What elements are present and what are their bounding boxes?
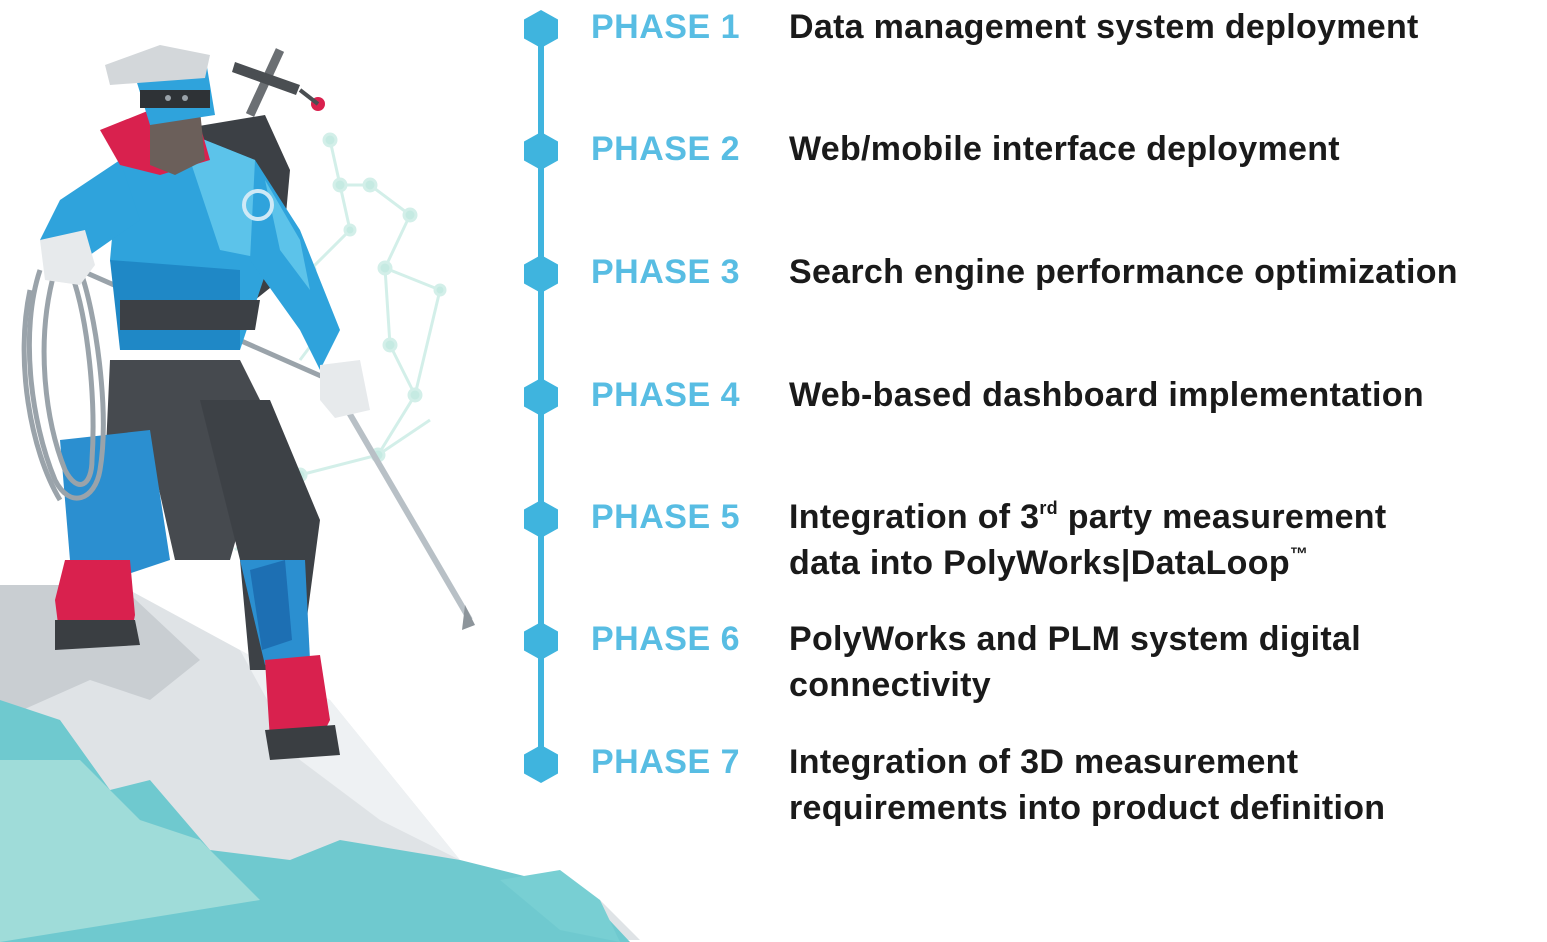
phase-label: PHASE 5	[591, 498, 740, 536]
rope-coil	[21, 267, 332, 502]
phase-label: PHASE 3	[591, 253, 740, 291]
ordinal-superscript: rd	[1039, 498, 1058, 518]
phase-description-line-2: data into PolyWorks|DataLoop™	[789, 540, 1387, 586]
climber-boots	[55, 560, 340, 760]
phase-label: PHASE 2	[591, 130, 740, 168]
phase-marker-hexagon-icon	[524, 745, 558, 783]
phase-description-text: data into PolyWorks|DataLoop	[789, 544, 1290, 582]
mountain-climber-illustration	[0, 45, 640, 942]
phase-description-line: Data management system deployment	[789, 8, 1419, 46]
phase-description-line: Integration of 3D measurement	[789, 743, 1299, 781]
backpack-ice-axe	[232, 48, 325, 117]
phase-description: Integration of 3D measurement requiremen…	[789, 739, 1385, 831]
phase-description-text: party measurement	[1057, 498, 1387, 536]
phase-description-text: Integration of 3	[789, 498, 1040, 536]
phase-marker-hexagon-icon	[524, 622, 558, 660]
climber-head	[100, 45, 215, 175]
phase-description: Web/mobile interface deployment	[789, 126, 1340, 172]
phase-description: PolyWorks and PLM system digital connect…	[789, 616, 1361, 708]
phase-description-line: requirements into product definition	[789, 789, 1386, 827]
trademark-symbol: ™	[1289, 544, 1309, 564]
phase-marker-hexagon-icon	[524, 500, 558, 538]
phase-label: PHASE 1	[591, 8, 740, 46]
phase-description-line: PolyWorks and PLM system digital	[789, 620, 1361, 658]
phase-description: Data management system deployment	[789, 4, 1419, 50]
phase-description: Web-based dashboard implementation	[789, 372, 1424, 418]
phase-marker-hexagon-icon	[524, 10, 558, 48]
phase-marker-hexagon-icon	[524, 378, 558, 416]
phase-description-line: Web-based dashboard implementation	[789, 376, 1424, 414]
phase-description-line: Search engine performance optimization	[789, 253, 1458, 291]
phase-description: Search engine performance optimization	[789, 249, 1458, 295]
mountain-peak	[0, 585, 640, 942]
phase-marker-hexagon-icon	[524, 255, 558, 293]
climber-legs	[60, 360, 320, 670]
jacket-emblem-icon	[242, 189, 274, 221]
phase-description: Integration of 3rd party measurement dat…	[789, 494, 1387, 586]
phase-marker-hexagon-icon	[524, 132, 558, 170]
climber-gloves	[40, 230, 370, 418]
phase-description-line: Web/mobile interface deployment	[789, 130, 1340, 168]
phase-label: PHASE 4	[591, 376, 740, 414]
phase-label: PHASE 6	[591, 620, 740, 658]
phase-label: PHASE 7	[591, 743, 740, 781]
phase-description-line-1: Integration of 3rd party measurement	[789, 494, 1387, 540]
phase-description-line: connectivity	[789, 666, 991, 704]
